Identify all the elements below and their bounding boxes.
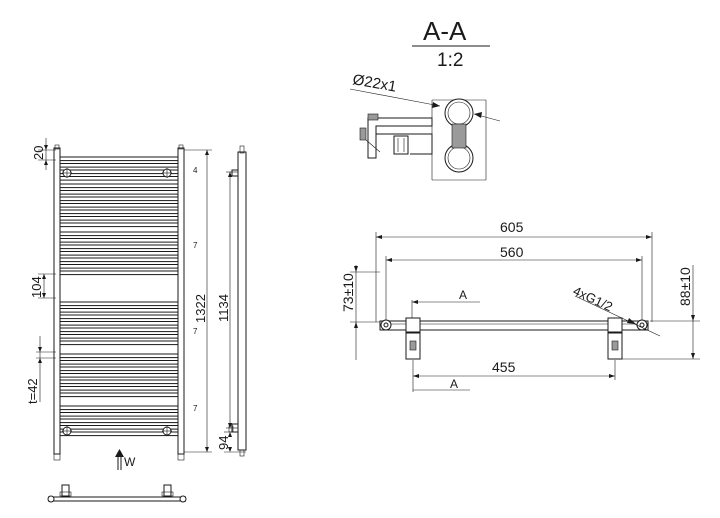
- dim-104: 104: [29, 276, 44, 298]
- tube: [59, 353, 179, 359]
- tube: [59, 360, 179, 365]
- dim-1322: 1322: [193, 294, 208, 323]
- tube: [59, 301, 179, 307]
- tube: [59, 183, 179, 189]
- top-rail: [379, 320, 649, 331]
- dim-1134: 1134: [216, 294, 231, 322]
- dim-94: 94: [216, 436, 231, 450]
- tube: [59, 156, 179, 162]
- tube: [59, 405, 179, 411]
- horizontal-tubes: [59, 156, 179, 437]
- right-collector: [177, 147, 185, 455]
- tube: [59, 340, 179, 346]
- tube: [59, 209, 179, 215]
- pipe-diameter-label: Ø22x1: [351, 71, 397, 95]
- tube: [59, 190, 179, 195]
- tube-count-3: 7: [193, 327, 198, 336]
- side-profile: [237, 151, 247, 451]
- thread-label: 4xG1/2: [571, 283, 615, 314]
- tube: [59, 412, 179, 417]
- tube-count-2: 7: [193, 241, 198, 250]
- wall-label: W: [124, 455, 136, 469]
- dim-20: 20: [31, 146, 46, 160]
- tube: [59, 373, 179, 378]
- tube-count-4: 7: [193, 404, 198, 413]
- tube: [59, 222, 179, 228]
- dim-t42: t=42: [25, 378, 40, 404]
- wall-marker: W: [115, 449, 136, 470]
- section-scale: 1:2: [437, 50, 463, 71]
- tube: [59, 418, 179, 424]
- side-view: 1134 94: [216, 145, 247, 457]
- bottom-top-view: [47, 484, 187, 503]
- section-mark-upper: A: [459, 288, 467, 302]
- tube: [59, 321, 179, 326]
- tube: [59, 169, 179, 175]
- tube: [59, 308, 179, 313]
- tube: [59, 270, 179, 276]
- tube: [59, 176, 179, 181]
- tube: [59, 244, 179, 250]
- section-mark-lower: A: [450, 377, 458, 391]
- tube: [59, 379, 179, 385]
- dim-605: 605: [500, 219, 524, 235]
- tube: [59, 431, 179, 437]
- tube: [59, 386, 179, 391]
- tube: [59, 238, 179, 243]
- tube: [59, 264, 179, 269]
- tube: [59, 196, 179, 202]
- tube: [59, 163, 179, 168]
- top-view: 605 560 A 455 A: [340, 219, 700, 392]
- tube: [59, 231, 179, 237]
- section-a-a: A-A 1:2 Ø22x1: [349, 16, 501, 181]
- left-collector: [53, 147, 61, 455]
- tube: [59, 425, 179, 430]
- tube: [59, 327, 179, 333]
- upper-pipe-section: [444, 98, 474, 128]
- front-view: 20 104 t=42 4 7 7 7 1322: [25, 138, 212, 461]
- tube: [59, 366, 179, 372]
- dim-455: 455: [492, 359, 516, 375]
- tube: [59, 334, 179, 339]
- tube: [59, 203, 179, 208]
- section-title: A-A: [423, 16, 467, 46]
- tube: [59, 392, 179, 398]
- tube: [59, 216, 179, 221]
- tube: [59, 251, 179, 256]
- dim-73: 73±10: [340, 273, 356, 312]
- dim-88: 88±10: [677, 267, 693, 306]
- tube-count-1: 4: [193, 166, 198, 175]
- dim-560: 560: [500, 244, 524, 260]
- tube: [59, 257, 179, 263]
- tube: [59, 314, 179, 320]
